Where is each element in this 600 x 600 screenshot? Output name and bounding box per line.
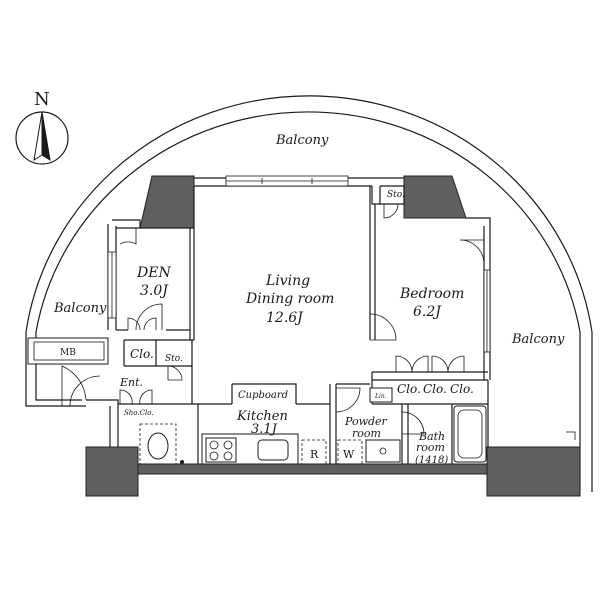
bath-door	[401, 411, 425, 435]
powder-door	[335, 387, 361, 413]
powder-label-line1: Powder	[344, 415, 388, 428]
refrigerator-label: R	[310, 448, 319, 461]
toilet-icon	[147, 432, 169, 460]
fixtures	[27, 337, 487, 465]
bedroom-closet-1-label: Clo.	[397, 382, 421, 396]
column-bottom-left	[85, 446, 139, 497]
column-bottom-right	[486, 446, 581, 497]
living-label-line2: Dining room	[245, 291, 334, 307]
kitchen-label: Kitchen	[236, 409, 288, 424]
bedroom-door	[369, 313, 397, 341]
toilet-area	[139, 423, 177, 465]
bedroom-size: 6.2J	[413, 304, 442, 320]
bathtub-icon	[453, 405, 487, 463]
balcony-right-label: Balcony	[511, 332, 565, 347]
cupboard-label: Cupboard	[238, 390, 288, 401]
linen-shelf	[369, 387, 393, 403]
room-labels: Balcony Balcony Balcony DEN 3.0J Living …	[53, 133, 565, 466]
den-sliding-door	[119, 227, 137, 245]
doors	[61, 203, 485, 435]
den-door	[135, 303, 163, 331]
kitchen-size: 3.1J	[251, 422, 278, 437]
balcony-door	[459, 239, 485, 265]
living-label-line1: Living	[265, 273, 310, 289]
washer-space	[337, 439, 363, 465]
entrance-label: Ent.	[119, 376, 143, 389]
closet-door-2	[431, 355, 465, 373]
powder-label-line2: room	[352, 427, 381, 440]
balcony-outline	[25, 95, 593, 492]
den-closet-label: Clo.	[130, 347, 154, 361]
den-label: DEN	[136, 265, 171, 281]
balcony-left-label: Balcony	[53, 301, 107, 316]
windows	[107, 175, 491, 353]
powder-sink-icon	[365, 439, 401, 463]
bedroom-closet-2-label: Clo.	[423, 382, 447, 396]
den-closet-door	[127, 317, 157, 331]
bedroom-storage-door	[383, 203, 399, 219]
bath-label-line1: Bath	[418, 430, 445, 443]
balcony-top-label: Balcony	[275, 133, 329, 148]
compass-north-label: N	[34, 89, 50, 110]
bedroom-label: Bedroom	[399, 286, 464, 302]
living-size: 12.6J	[266, 310, 304, 326]
column-top-right	[403, 175, 467, 219]
fixture-labels: MB Clo. Sto. Sto. Clo. Clo. Clo. Sho.Clo…	[60, 190, 474, 461]
structural-walls	[85, 175, 581, 497]
den-size: 3.0J	[140, 283, 169, 299]
bedroom-storage-label: Sto.	[387, 190, 405, 200]
interior-walls	[116, 185, 488, 464]
mb-door	[69, 375, 101, 407]
den-storage-door	[167, 365, 183, 381]
bath-size: (1418)	[415, 455, 448, 466]
north-compass: N	[15, 89, 69, 165]
washer-label: W	[343, 448, 355, 461]
column-top-left	[139, 175, 195, 229]
closet-door-1	[395, 355, 429, 373]
north-arrow-icon	[41, 111, 51, 162]
refrigerator-space	[301, 439, 327, 465]
linen-label: Lin.	[374, 393, 387, 400]
stove-icon	[205, 437, 237, 463]
shoe-closet-label: Sho.Clo.	[124, 409, 154, 417]
bedroom-closet-3-label: Clo.	[450, 382, 474, 396]
den-storage-label: Sto.	[165, 354, 183, 364]
bath-label-line2: room	[416, 441, 445, 454]
entrance-door	[61, 365, 87, 406]
mb-label: MB	[60, 348, 76, 358]
shoe-closet-door	[119, 389, 153, 405]
sink-icon	[257, 439, 289, 461]
